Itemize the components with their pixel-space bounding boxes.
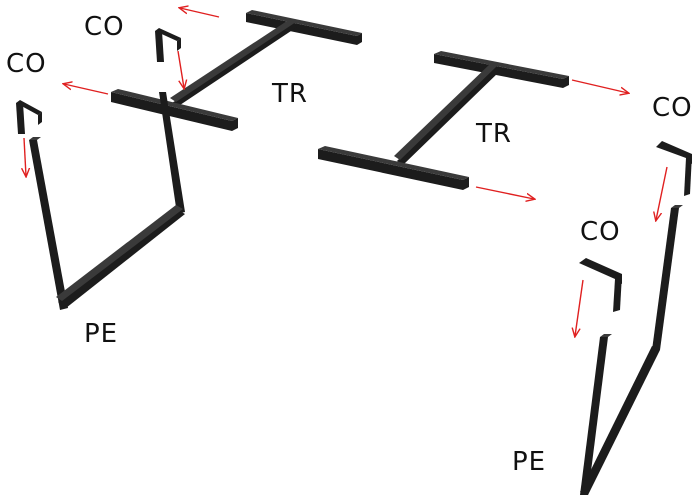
leg-frame-right [580, 205, 683, 495]
crossbar-right-back-bar [434, 51, 569, 88]
arrow-left-crossbar-out [64, 84, 109, 95]
crossbar-right-assembly [318, 51, 569, 190]
arrow-corner-1-down [24, 137, 26, 176]
arrow-corner-2-down [177, 50, 184, 88]
corner-piece-1 [16, 100, 42, 134]
label-crossbar-right: TR [475, 119, 512, 149]
label-corner-1: CO [6, 49, 47, 79]
corner-piece-3 [656, 141, 692, 196]
crossbar-left-front-bar [111, 89, 238, 131]
arrow-right-front-out [475, 186, 534, 199]
label-crossbar-left: TR [271, 79, 308, 109]
label-corner-2: CO [84, 12, 125, 42]
label-leg-left: PE [84, 319, 118, 349]
arrow-left-back-out [180, 8, 220, 18]
arrow-corner-3-down [656, 166, 668, 220]
leg-frame-left [29, 92, 185, 310]
label-corner-3: CO [652, 93, 693, 123]
explode-arrows [24, 8, 668, 336]
crossbar-left-back-bar [246, 10, 362, 45]
arrow-right-back-out [571, 79, 628, 93]
label-corner-4: CO [580, 217, 621, 247]
arrow-corner-4-down [575, 279, 584, 336]
crossbar-left-beam [170, 19, 297, 107]
crossbar-right-front-bar [318, 146, 469, 190]
label-leg-right: PE [512, 447, 546, 477]
crossbar-right-beam [394, 63, 500, 165]
corner-piece-2 [155, 28, 181, 62]
crossbar-left-assembly [111, 10, 362, 131]
corner-piece-4 [579, 258, 622, 312]
